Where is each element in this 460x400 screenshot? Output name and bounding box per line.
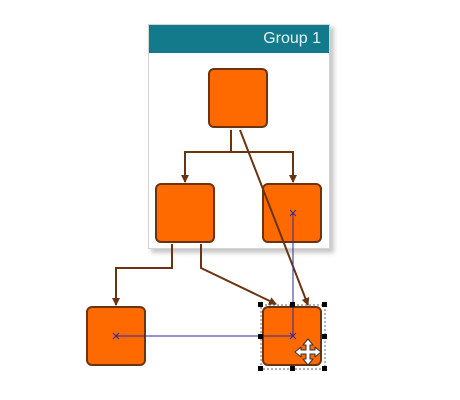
connector-top-to-bottom-right[interactable] bbox=[239, 129, 310, 306]
move-cursor-icon bbox=[294, 338, 322, 366]
resize-handle-bottom[interactable] bbox=[290, 366, 295, 371]
center-marker-bottom-right bbox=[289, 332, 297, 340]
connector-top-to-middle-right[interactable] bbox=[230, 130, 297, 183]
resize-handle-bottom-left[interactable] bbox=[258, 366, 263, 371]
connector-middle-left-to-bottom-right[interactable] bbox=[200, 244, 277, 305]
node-middle-left[interactable] bbox=[155, 183, 215, 243]
resize-handle-bottom-right[interactable] bbox=[322, 366, 327, 371]
group-title: Group 1 bbox=[263, 30, 321, 47]
node-top[interactable] bbox=[208, 68, 268, 128]
resize-handle-top[interactable] bbox=[290, 302, 295, 307]
resize-handle-right[interactable] bbox=[322, 334, 327, 339]
center-marker-middle-right bbox=[289, 209, 297, 217]
connector-top-to-middle-left[interactable] bbox=[181, 130, 232, 183]
center-marker-bottom-left bbox=[112, 332, 120, 340]
resize-handle-left[interactable] bbox=[258, 334, 263, 339]
resize-handle-top-right[interactable] bbox=[322, 302, 327, 307]
group-header[interactable]: Group 1 bbox=[149, 25, 329, 53]
resize-handle-top-left[interactable] bbox=[258, 302, 263, 307]
connector-middle-left-to-bottom-left[interactable] bbox=[112, 244, 173, 306]
